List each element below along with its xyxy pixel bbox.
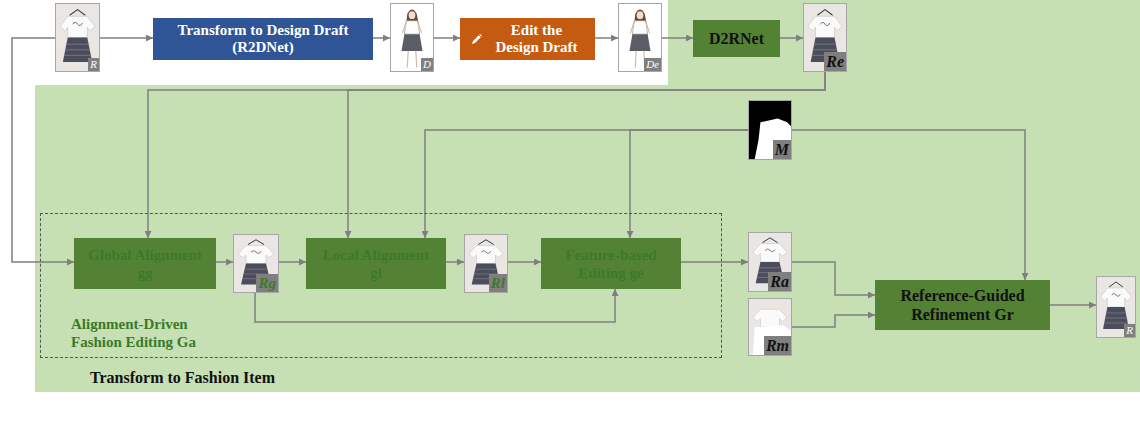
image-thumbnail: Rl xyxy=(464,234,508,293)
image-thumbnail: De xyxy=(618,3,662,72)
flow-arrow xyxy=(446,261,464,263)
image-label: R xyxy=(88,58,99,71)
flow-arrow xyxy=(662,37,693,39)
image-label: Rg xyxy=(256,274,278,292)
image-label: De xyxy=(644,58,661,71)
image-label: D xyxy=(421,58,433,71)
flow-arrow xyxy=(216,261,233,263)
flow-arrow xyxy=(792,130,1025,280)
flow-arrow xyxy=(630,130,748,238)
process-box: Local Alignment gl xyxy=(306,238,446,289)
flow-arrow xyxy=(595,37,618,39)
process-box: Reference-Guided Refinement Gr xyxy=(875,280,1050,330)
image-thumbnail: R xyxy=(1096,276,1136,338)
image-label: M xyxy=(773,140,791,159)
box-label: Local Alignment gl xyxy=(316,246,436,282)
flow-arrow xyxy=(100,37,153,39)
box-label: Feature-based Editing ge xyxy=(551,246,671,282)
mask-thumbnail: M xyxy=(748,100,792,160)
process-box: Transform to Design Draft (R2DNet) xyxy=(153,18,373,60)
image-thumbnail: Rm xyxy=(748,298,792,356)
image-label: Rm xyxy=(764,336,791,355)
flow-arrow xyxy=(792,315,875,327)
pencil-icon xyxy=(470,32,484,46)
image-label: Ra xyxy=(768,272,791,291)
image-thumbnail: R xyxy=(55,3,100,72)
flow-arrow xyxy=(1050,304,1096,306)
image-thumbnail: Re xyxy=(803,3,847,72)
box-label: Reference-Guided Refinement Gr xyxy=(885,286,1040,324)
flow-arrow xyxy=(780,37,803,39)
region-fill xyxy=(35,0,1140,392)
process-box: Global Alignment gg xyxy=(74,238,216,289)
group-label: Alignment-Driven Fashion Editing Ga xyxy=(71,315,211,351)
process-box: D2RNet xyxy=(693,20,780,57)
process-box: Feature-based Editing ge xyxy=(541,238,681,289)
image-label: Re xyxy=(824,52,846,71)
flow-arrow xyxy=(508,261,541,263)
box-label: Edit the Design Draft xyxy=(488,22,585,56)
image-thumbnail: D xyxy=(390,3,434,72)
flow-arrow xyxy=(425,130,748,238)
image-label: Rl xyxy=(489,274,507,292)
flow-arrow xyxy=(279,261,306,263)
image-label: R xyxy=(1124,324,1135,337)
flow-arrow xyxy=(373,37,390,39)
box-label: D2RNet xyxy=(709,29,764,48)
group-label: Transform to Fashion Item xyxy=(90,368,275,387)
box-label: Global Alignment gg xyxy=(84,246,206,282)
dashed-group: Alignment-Driven Fashion Editing Ga Globa… xyxy=(40,213,722,358)
box-label: Transform to Design Draft (R2DNet) xyxy=(163,22,363,56)
flow-arrow xyxy=(681,261,748,263)
flow-arrow xyxy=(255,289,615,322)
process-box: Edit the Design Draft xyxy=(460,18,595,60)
image-thumbnail: Ra xyxy=(748,232,792,292)
flow-arrow xyxy=(434,37,460,39)
flow-arrow xyxy=(792,262,875,295)
image-thumbnail: Rg xyxy=(233,234,279,293)
